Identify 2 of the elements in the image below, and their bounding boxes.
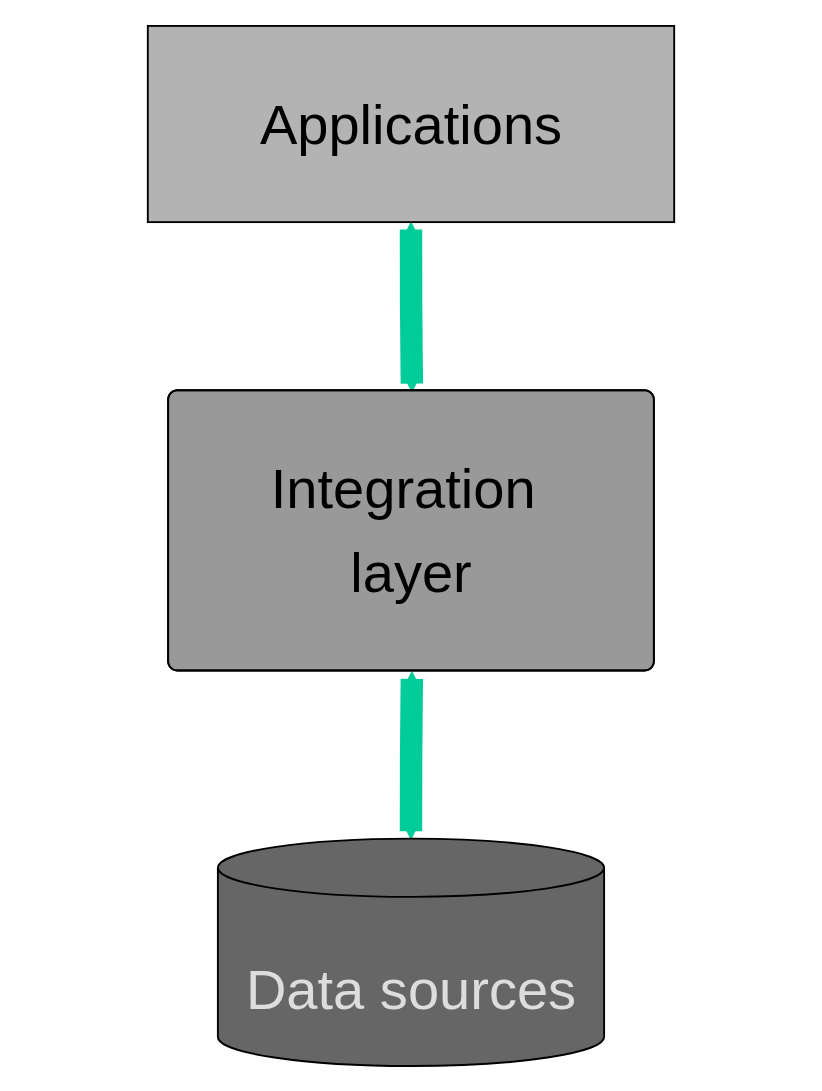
arrow [399,670,424,839]
node-box: Applications [146,24,676,223]
